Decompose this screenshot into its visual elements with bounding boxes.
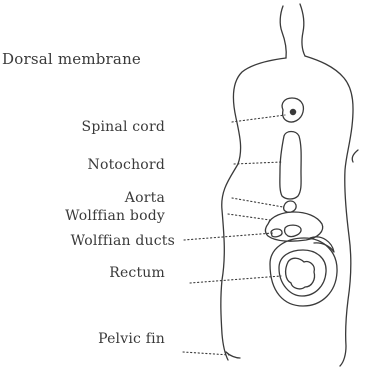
aorta-shape [284,201,297,212]
label-rectum: Rectum [109,265,165,281]
dorsal-fin-outline-right [300,4,305,56]
rectum-lumen [286,258,315,289]
label-notochord: Notochord [88,157,165,173]
body-outline-left [221,58,286,360]
label-aorta: Aorta [125,190,165,206]
dorsal-fin-outline [280,6,286,58]
leader-wolffian-ducts [184,233,273,240]
label-spinal-cord: Spinal cord [82,119,165,135]
label-dorsal-membrane: Dorsal membrane [2,51,141,67]
label-wolffian-ducts: Wolffian ducts [71,233,175,249]
body-outline-right [305,56,353,366]
wolffian-duct-right [285,225,301,236]
label-pelvic-fin: Pelvic fin [98,331,165,347]
label-wolffian-body: Wolffian body [65,208,165,224]
leader-rectum [190,276,281,283]
leader-wolffian-body [228,214,270,220]
spinal-canal [290,109,295,114]
notochord-shape [280,132,301,200]
leader-aorta [232,198,283,207]
leader-spinal-cord [232,115,285,122]
leader-notochord [234,162,282,164]
lateral-line-mark [352,150,358,162]
leader-pelvic-fin [183,352,230,355]
